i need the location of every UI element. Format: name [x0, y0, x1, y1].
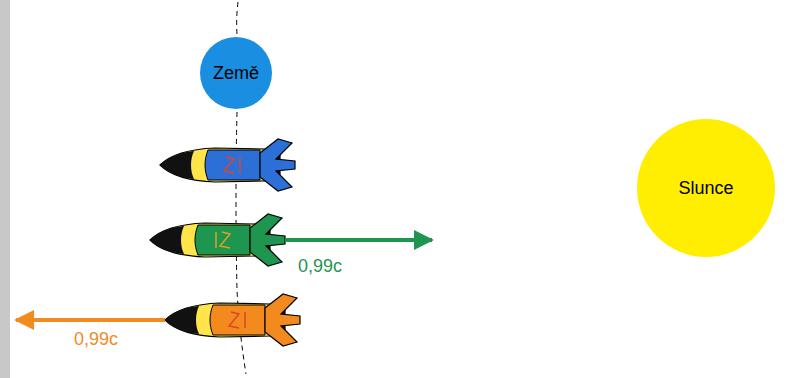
velocity-label: 0,99c	[74, 329, 118, 350]
velocity-arrow	[16, 318, 165, 322]
rocket	[150, 214, 285, 266]
earth-circle: Země	[199, 36, 273, 110]
orbit-line	[237, 2, 238, 34]
node-label: Slunce	[678, 178, 733, 199]
velocity-arrow	[285, 238, 432, 242]
sun-circle	[637, 119, 775, 257]
node-label: Země	[213, 63, 259, 84]
sun-circle: Slunce	[636, 118, 776, 258]
velocity-label: 0,99c	[298, 256, 342, 277]
rocket	[160, 139, 295, 191]
rocket	[165, 294, 300, 346]
earth-circle	[200, 37, 272, 109]
side-bar	[0, 0, 10, 378]
